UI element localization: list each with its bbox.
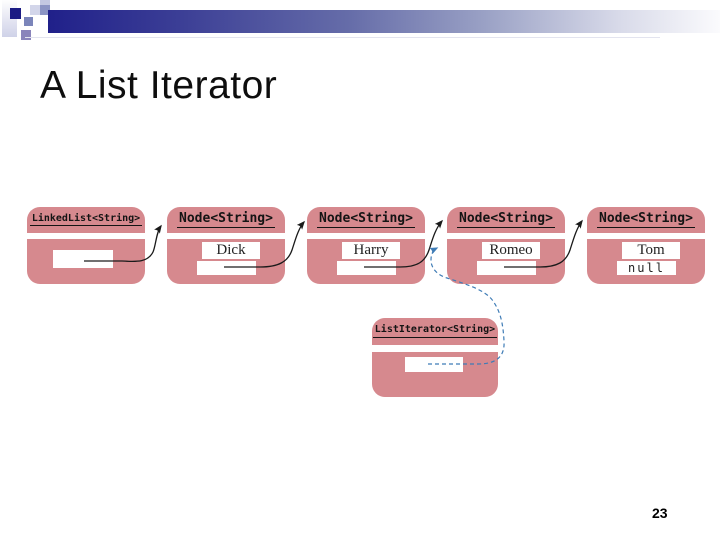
node-next-field xyxy=(337,261,396,275)
node-box-4: Node<String> Tom null xyxy=(587,207,705,284)
node-label: Node<String> xyxy=(457,211,555,228)
deco-square-mid-blue xyxy=(40,5,50,15)
linkedlist-box: LinkedList<String> xyxy=(27,207,145,284)
node-data-field: Romeo xyxy=(482,242,540,259)
node-label: Node<String> xyxy=(597,211,695,228)
node-box-header: Node<String> xyxy=(307,207,425,233)
node-box-header: Node<String> xyxy=(587,207,705,233)
slide-title: A List Iterator xyxy=(40,64,278,107)
deco-square-purple xyxy=(21,30,31,40)
box-separator xyxy=(447,233,565,239)
null-text: null xyxy=(628,261,665,275)
box-separator xyxy=(372,345,498,352)
node-box-1: Node<String> Dick xyxy=(167,207,285,284)
node-next-field: null xyxy=(617,261,676,275)
node-box-3: Node<String> Romeo xyxy=(447,207,565,284)
node-data-field: Harry xyxy=(342,242,400,259)
node-data-field: Tom xyxy=(622,242,680,259)
node-next-field xyxy=(197,261,256,275)
deco-square-light xyxy=(30,5,40,15)
listiterator-box: ListIterator<String> xyxy=(372,318,498,397)
node-label: Node<String> xyxy=(317,211,415,228)
header-underline xyxy=(25,37,660,38)
box-separator xyxy=(167,233,285,239)
header-gradient-bar xyxy=(48,10,720,33)
linkedlist-box-header: LinkedList<String> xyxy=(27,207,145,233)
linkedlist-label: LinkedList<String> xyxy=(29,213,143,227)
box-separator xyxy=(27,233,145,239)
listiterator-box-header: ListIterator<String> xyxy=(372,318,498,345)
page-number: 23 xyxy=(652,505,668,521)
box-separator xyxy=(587,233,705,239)
node-next-field xyxy=(477,261,536,275)
deco-square-top xyxy=(40,0,50,5)
box-separator xyxy=(307,233,425,239)
node-box-header: Node<String> xyxy=(167,207,285,233)
listiterator-label: ListIterator<String> xyxy=(372,325,498,338)
deco-square-blue xyxy=(24,17,33,26)
node-label: Node<String> xyxy=(177,211,275,228)
iterator-position-field xyxy=(405,357,463,372)
deco-square-navy xyxy=(10,8,21,19)
linkedlist-first-field xyxy=(53,250,113,268)
node-box-header: Node<String> xyxy=(447,207,565,233)
node-data-field: Dick xyxy=(202,242,260,259)
node-box-2: Node<String> Harry xyxy=(307,207,425,284)
